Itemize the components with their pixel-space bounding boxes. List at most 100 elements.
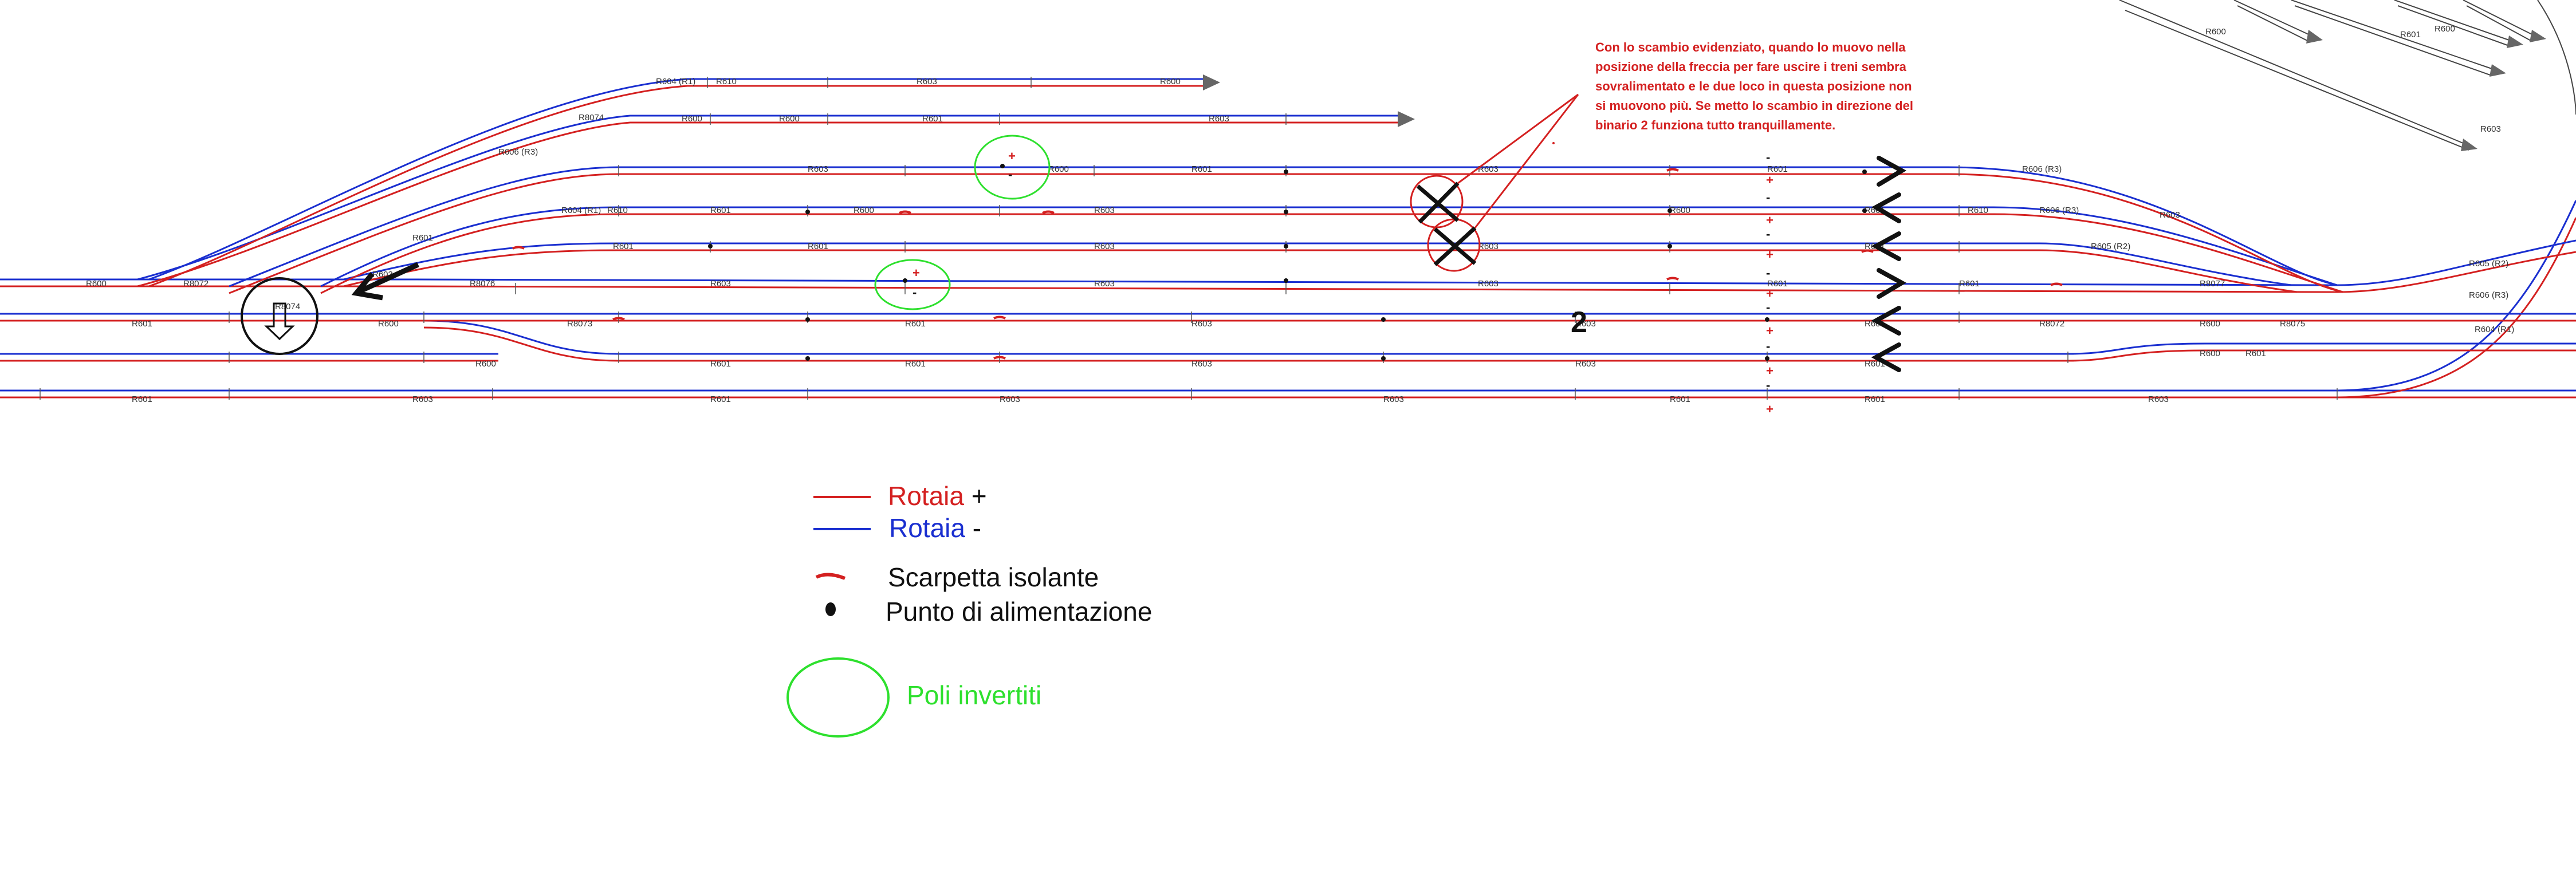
track-branch-1 — [137, 115, 1398, 287]
piece-label: R604 (R1) — [2475, 325, 2514, 334]
minus-sign: - — [1766, 190, 1770, 204]
minus-sign: - — [1008, 167, 1012, 182]
piece-label: R600 — [2200, 349, 2220, 358]
piece-label: R601 — [1959, 279, 1980, 289]
piece-label: R603 — [1575, 359, 1596, 369]
top-right-sidings — [2119, 0, 2576, 151]
piece-label: R601 — [1767, 164, 1788, 174]
piece-label: R603 — [1478, 164, 1499, 174]
piece-label: R601 — [710, 359, 731, 369]
piece-label: R603 — [1094, 242, 1115, 251]
tracks — [0, 0, 2576, 399]
minus-sign: - — [1766, 339, 1770, 353]
piece-label: R610 — [716, 77, 737, 86]
plus-sign: + — [1766, 173, 1773, 187]
piece-label: R600 — [2435, 24, 2455, 34]
annotation-line-2: posizione della freccia per fare uscire … — [1595, 60, 1907, 74]
piece-label: R601 — [710, 206, 731, 215]
legend-rail-minus: Rotaia - — [889, 513, 981, 543]
piece-label: R8073 — [567, 319, 592, 329]
track-end-arrows — [1203, 30, 2546, 151]
plus-sign: + — [1766, 213, 1773, 227]
piece-label: R601 — [2245, 349, 2266, 358]
piece-label: R601 — [2400, 30, 2421, 40]
minus-sign: - — [913, 285, 917, 299]
piece-label: R601 — [132, 395, 152, 404]
piece-label: R606 (R3) — [2022, 164, 2062, 174]
minus-sign: - — [1766, 227, 1770, 241]
minus-sign: - — [1766, 378, 1770, 392]
legend-inverted-swatch — [786, 657, 890, 738]
piece-label: R603 — [1209, 114, 1229, 124]
piece-label: R606 (R3) — [498, 147, 538, 157]
piece-label: R603 — [1383, 395, 1404, 404]
piece-label: R603 — [808, 164, 828, 174]
piece-label: R600 — [854, 206, 874, 215]
piece-label: R601 — [905, 319, 926, 329]
track-number: 2 — [1571, 306, 1587, 339]
piece-label: R8075 — [2280, 319, 2305, 329]
legend-inverted: Poli invertiti — [907, 680, 1041, 710]
piece-label: R601 — [710, 395, 731, 404]
piece-label: R601 — [412, 233, 433, 243]
piece-label: R603 — [1094, 206, 1115, 215]
piece-label: R8076 — [470, 279, 495, 289]
piece-label: R603 — [1191, 359, 1212, 369]
plus-sign: + — [1766, 286, 1773, 301]
piece-label: R601 — [1767, 279, 1788, 289]
plus-sign: + — [1766, 247, 1773, 262]
piece-label: R606 (R3) — [2039, 206, 2079, 215]
piece-label: R601 — [1191, 164, 1212, 174]
piece-label: R603 — [2148, 395, 2169, 404]
piece-label: R600 — [2200, 319, 2220, 329]
plus-sign: + — [1008, 149, 1016, 163]
track-7 — [229, 166, 2343, 294]
legend-insulator-swatch — [815, 573, 846, 580]
piece-label: R8074 — [579, 113, 604, 123]
direction-chevrons — [1871, 156, 1907, 372]
track-2 — [0, 313, 2576, 322]
annotation-line-4: si muovono più. Se metto lo scambio in d… — [1595, 98, 1913, 113]
piece-label: R600 — [1670, 206, 1690, 215]
plus-sign: + — [1766, 324, 1773, 338]
piece-label: R603 — [2480, 124, 2501, 134]
track-main-bottom — [0, 200, 2576, 399]
legend-rail-plus: Rotaia + — [888, 481, 987, 511]
track-4 — [343, 242, 2298, 293]
piece-label: R600 — [1160, 77, 1181, 86]
plus-sign: + — [1766, 402, 1773, 416]
piece-label: R600 — [779, 114, 800, 124]
piece-label: R601 — [613, 242, 634, 251]
piece-label: R603 — [2160, 210, 2180, 220]
piece-label: R8072 — [183, 279, 209, 289]
inverted-poles-marks — [874, 135, 1051, 310]
legend-insulator: Scarpetta isolante — [888, 562, 1099, 592]
annotation-line-3: sovralimentato e le due loco in questa p… — [1595, 79, 1912, 93]
piece-label: R603 — [412, 395, 433, 404]
polarity-signs: -+-+-+-+-+-+-++-+- — [913, 149, 1773, 416]
piece-label: R600 — [86, 279, 107, 289]
plus-sign: + — [1766, 364, 1773, 378]
piece-label: R603 — [1191, 319, 1212, 329]
insulators — [512, 168, 2063, 360]
switch-direction-marks — [241, 262, 419, 355]
plus-sign: + — [913, 266, 920, 280]
piece-label: R603 — [1478, 242, 1499, 251]
piece-label: R601 — [1670, 395, 1690, 404]
track-6 — [0, 320, 2576, 362]
piece-label: R604 (R1) — [561, 206, 601, 215]
piece-label: R606 (R3) — [2469, 290, 2508, 300]
track-branch-2 — [148, 78, 1203, 287]
piece-label: R600 — [682, 114, 702, 124]
feed-points — [708, 164, 1867, 361]
piece-label: R605 (R2) — [2469, 259, 2508, 269]
piece-label: R600 — [2205, 27, 2226, 37]
piece-label: R604 (R1) — [656, 77, 695, 86]
annotation-dot — [1552, 142, 1555, 144]
minus-sign: - — [1766, 266, 1770, 280]
annotation-line-1: Con lo scambio evidenziato, quando lo mu… — [1595, 40, 1906, 54]
problem-switch-marks — [1410, 93, 1579, 272]
piece-label: R603 — [1000, 395, 1020, 404]
minus-sign: - — [1766, 150, 1770, 164]
piece-label: R600 — [378, 319, 399, 329]
